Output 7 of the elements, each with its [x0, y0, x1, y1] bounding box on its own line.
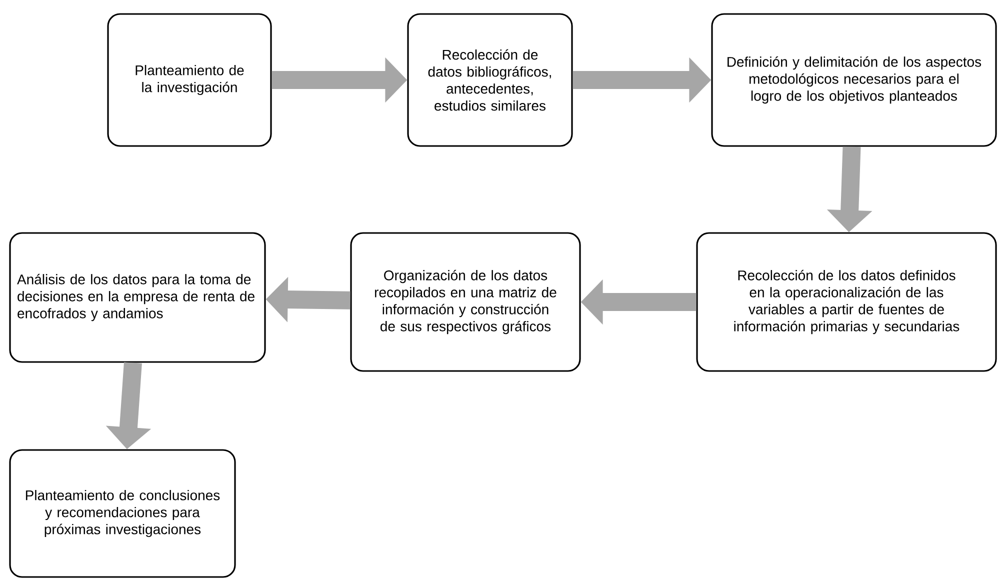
process-box: Planteamiento de conclusiones y recomendaciones para próximas investigaciones [9, 449, 236, 578]
process-box: Recolección de datos bibliográficos, antecedentes, estudios similares [407, 13, 573, 147]
process-box: Recolección de los datos definidos en la operacionalización de las variables a partir de fuentes de información primarias y secundarias [696, 232, 997, 372]
process-box: Definición y delimitación de los aspectos metodológicos necesarios para el logro de los objetivos planteados [711, 13, 997, 147]
process-box: Planteamiento de la investigación [107, 13, 272, 147]
process-box: Análisis de los datos para la toma de decisiones en la empresa de renta de encofrados y andamios [9, 232, 266, 363]
process-box: Organización de los datos recopilados en una matriz de información y construcción de sus respectivos gráficos [350, 232, 581, 372]
